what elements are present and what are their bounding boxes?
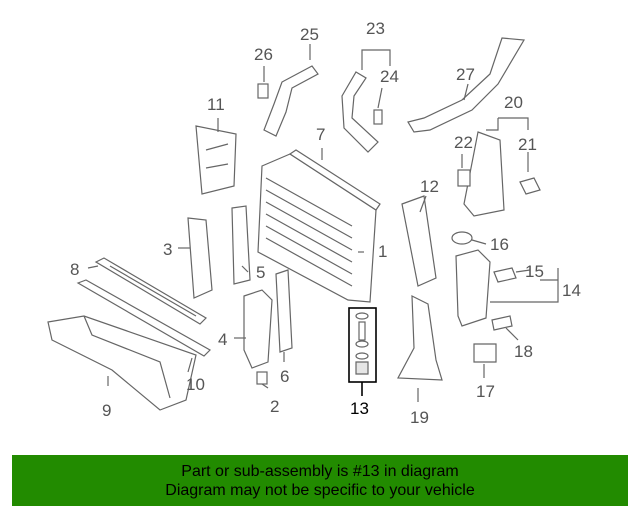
part-3-bracket	[187, 217, 213, 299]
part-13-bolt-assembly	[348, 307, 377, 383]
callout-12: 12	[420, 177, 439, 196]
parts-diagram: 1 2 3 4 5 6 7 8 9 10 11 12 13 14 15 16 1…	[47, 19, 581, 427]
part-24-clip	[373, 109, 383, 125]
part-6-side-bracket	[275, 269, 293, 353]
info-banner: Part or sub-assembly is #13 in diagram D…	[12, 455, 628, 506]
callout-27: 27	[456, 65, 475, 84]
callout-17: 17	[476, 382, 495, 401]
callout-14: 14	[562, 281, 581, 300]
part-18-clip	[491, 315, 513, 331]
callout-7: 7	[316, 125, 325, 144]
callout-15: 15	[525, 262, 544, 281]
part-9-air-duct	[47, 315, 197, 411]
part-14-reservoir	[455, 249, 491, 327]
callout-8: 8	[70, 260, 79, 279]
part-7-radiator	[257, 149, 381, 303]
part-15-sensor	[493, 267, 517, 283]
callout-23: 23	[366, 19, 385, 38]
part-27-hose	[407, 37, 525, 133]
part-10-seal-strip	[76, 279, 211, 357]
part-5-bracket	[231, 205, 251, 285]
part-26-sensor	[257, 83, 269, 99]
callout-5: 5	[256, 263, 265, 282]
part-21-fitting	[519, 177, 541, 195]
callout-26: 26	[254, 45, 273, 64]
callout-13: 13	[350, 399, 369, 418]
callout-2: 2	[270, 397, 279, 416]
callout-16: 16	[490, 235, 509, 254]
part-23-hose	[341, 71, 379, 153]
banner-line-2: Diagram may not be specific to your vehi…	[165, 481, 475, 499]
part-2-plug	[256, 371, 268, 385]
part-17-mount	[473, 343, 497, 363]
part-4-side-shroud	[243, 289, 273, 369]
part-20-bracket	[463, 131, 505, 217]
leader-lines	[87, 44, 559, 402]
part-19-deflector	[397, 295, 443, 381]
part-25-hose	[263, 65, 319, 137]
part-8-upper-strip	[94, 257, 207, 325]
callout-24: 24	[380, 67, 399, 86]
callout-3: 3	[163, 240, 172, 259]
part-12-deflector	[401, 195, 437, 287]
callout-19: 19	[410, 408, 429, 427]
callout-10: 10	[186, 375, 205, 394]
callout-labels: 1 2 3 4 5 6 7 8 9 10 11 12 13 14 15 16 1…	[70, 19, 581, 427]
callout-6: 6	[280, 367, 289, 386]
callout-22: 22	[454, 133, 473, 152]
banner-line-1: Part or sub-assembly is #13 in diagram	[181, 462, 459, 480]
callout-25: 25	[300, 25, 319, 44]
part-22-cap	[457, 169, 471, 187]
callout-18: 18	[514, 342, 533, 361]
part-16-cap	[451, 231, 473, 245]
callout-9: 9	[102, 401, 111, 420]
callout-1: 1	[378, 242, 387, 261]
callout-11: 11	[207, 95, 225, 114]
part-11-shroud	[195, 125, 237, 195]
callout-20: 20	[504, 93, 523, 112]
callout-21: 21	[518, 135, 537, 154]
callout-4: 4	[218, 330, 227, 349]
